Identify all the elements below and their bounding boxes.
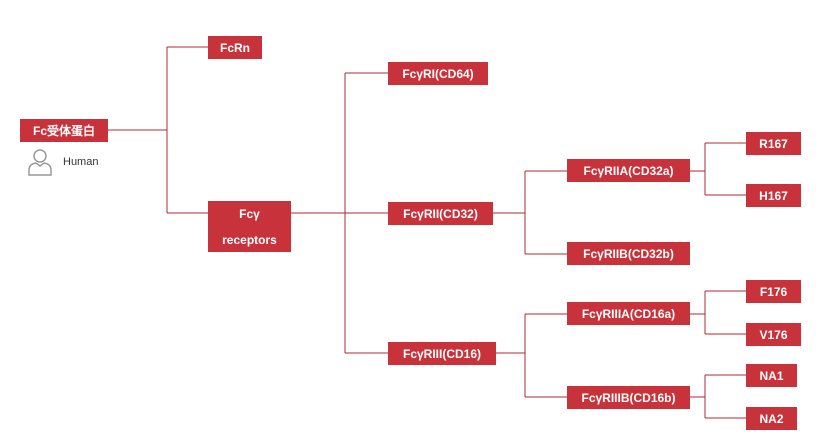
node-fc-receptor-protein: Fc受体蛋白: [20, 119, 108, 142]
node-fcgr2a: FcγRIIA(CD32a): [567, 159, 690, 182]
node-h167: H167: [746, 184, 801, 207]
node-fcy-line1: Fcγ: [239, 206, 260, 221]
node-v176: V176: [746, 323, 801, 346]
node-fcrn: FcRn: [208, 36, 262, 59]
legend-human: Human: [27, 148, 98, 176]
node-fcgr1: FcγRI(CD64): [388, 62, 488, 85]
node-fcgr2b: FcγRIIB(CD32b): [567, 242, 690, 265]
node-fcgr3: FcγRIII(CD16): [388, 342, 496, 365]
node-f176: F176: [746, 280, 801, 303]
node-fcy-receptors: Fcγ receptors: [208, 201, 291, 252]
node-na1: NA1: [746, 364, 797, 387]
node-r167: R167: [746, 132, 801, 155]
node-na2: NA2: [746, 407, 797, 430]
person-icon: [28, 149, 52, 176]
node-fcgr3b: FcγRIIIB(CD16b): [567, 386, 690, 409]
node-fcgr2: FcγRII(CD32): [388, 202, 493, 225]
node-fcy-line2: receptors: [222, 232, 277, 247]
legend-label: Human: [63, 156, 99, 168]
node-fcgr3a: FcγRIIIA(CD16a): [567, 302, 690, 325]
